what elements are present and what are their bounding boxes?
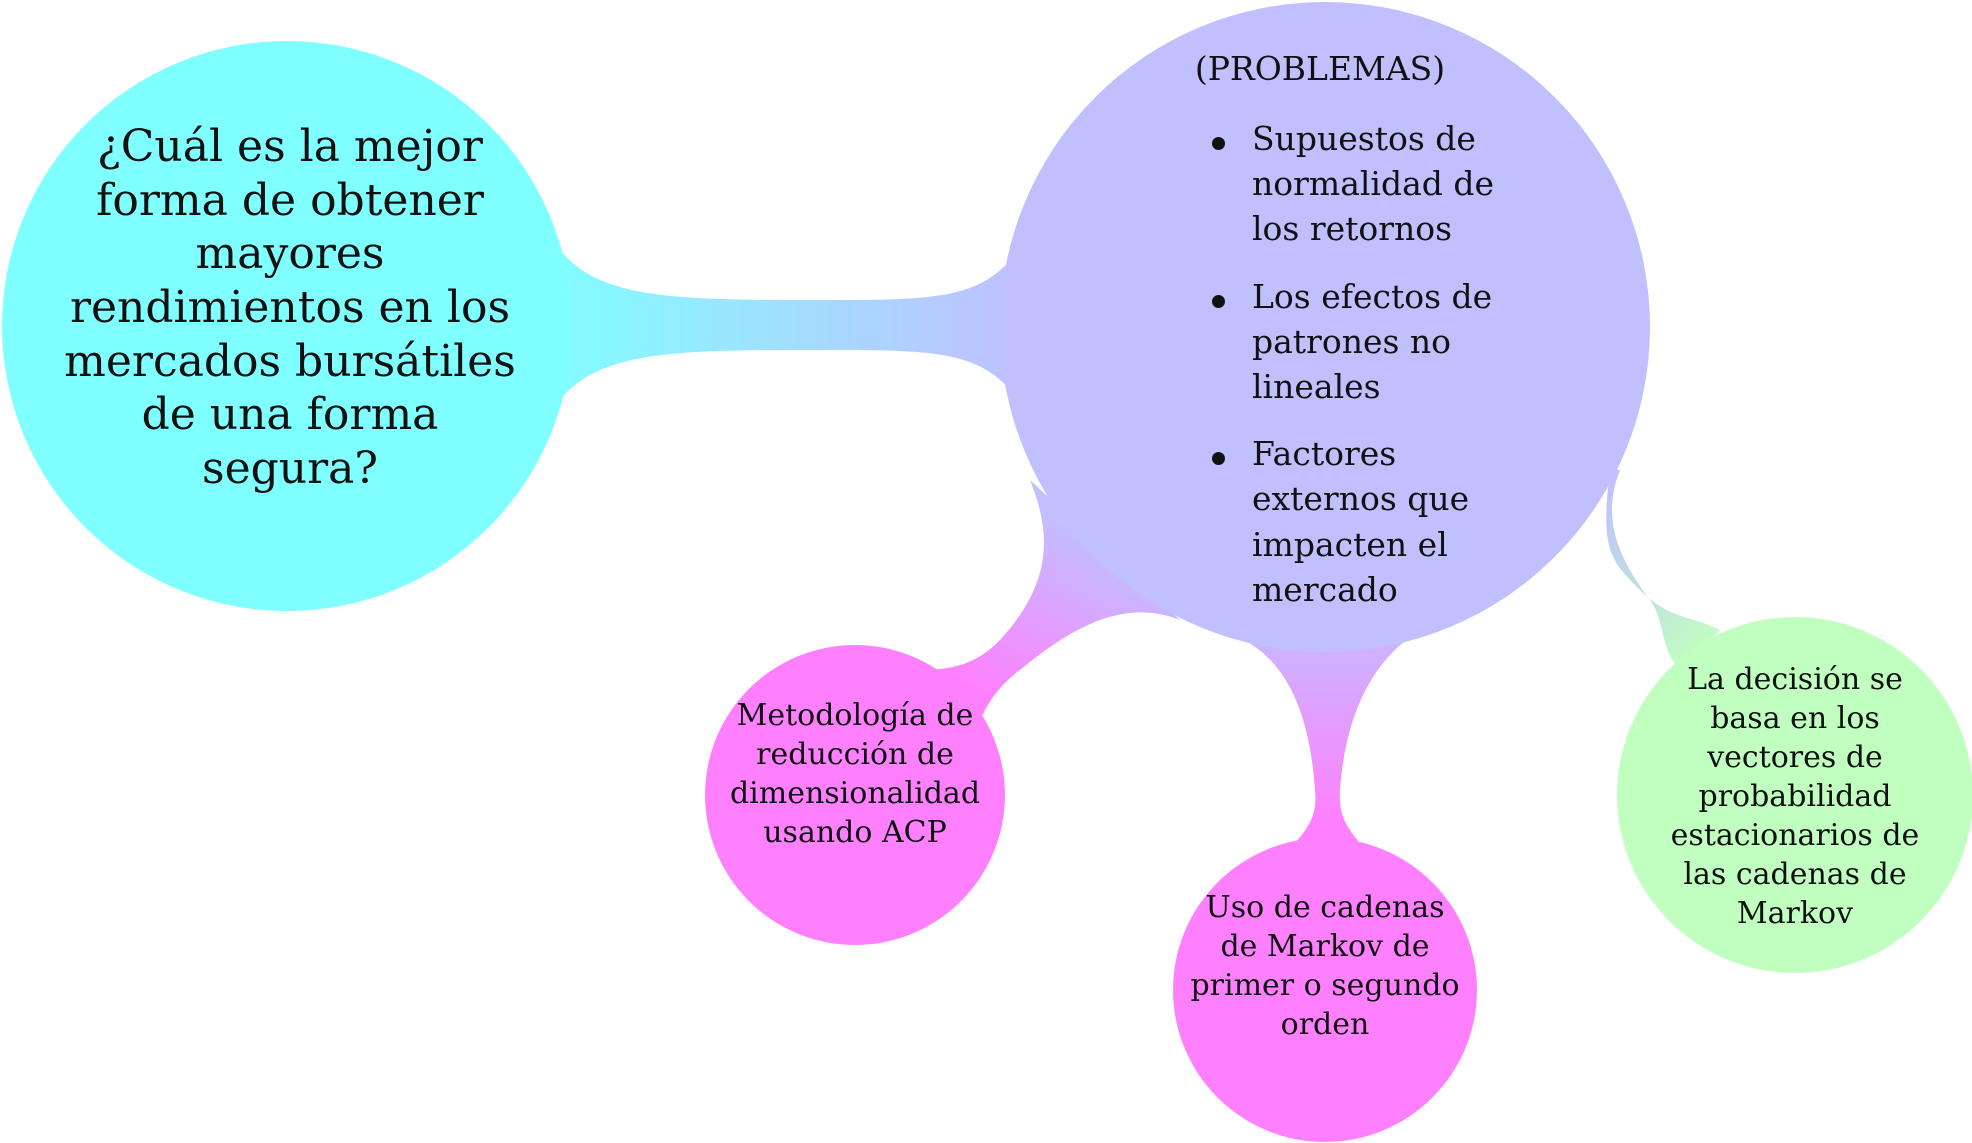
problem-item-text: Supuestos de normalidad de los retornos (1252, 119, 1495, 249)
bullet-icon (1212, 294, 1225, 308)
connector-main-problems (560, 210, 1040, 440)
decision-node (1617, 617, 1972, 973)
main-concept-node (2, 41, 572, 611)
markov-node (1173, 838, 1477, 1142)
problem-item: Los efectos de patrones no lineales (1200, 274, 1530, 410)
problems-node (1000, 2, 1650, 652)
problem-item-text: Los efectos de patrones no lineales (1252, 276, 1493, 407)
markov-text: Uso de cadenas de Markov de primer o seg… (1190, 890, 1460, 1042)
connector-problems-methodology (920, 480, 1180, 760)
decision-text: La decisión se basa en los vectores de p… (1670, 662, 1920, 931)
connector-problems-decision (1606, 470, 1720, 670)
methodology-text: Metodología de reducción de dimensionali… (729, 698, 981, 850)
problems-list: Supuestos de normalidad de los retornos … (1200, 116, 1530, 634)
bullet-icon (1212, 452, 1225, 466)
main-concept-text: ¿Cuál es la mejor forma de obtener mayor… (64, 121, 516, 495)
bullet-icon (1212, 137, 1225, 150)
connector-problems-markov (1220, 620, 1440, 850)
problem-item-text: Factores externos que impacten el mercad… (1252, 434, 1470, 609)
problems-title: (PROBLEMAS) (1194, 49, 1446, 88)
problem-item: Supuestos de normalidad de los retornos (1200, 116, 1530, 252)
problem-item: Factores externos que impacten el mercad… (1200, 431, 1530, 612)
methodology-node (705, 645, 1005, 945)
